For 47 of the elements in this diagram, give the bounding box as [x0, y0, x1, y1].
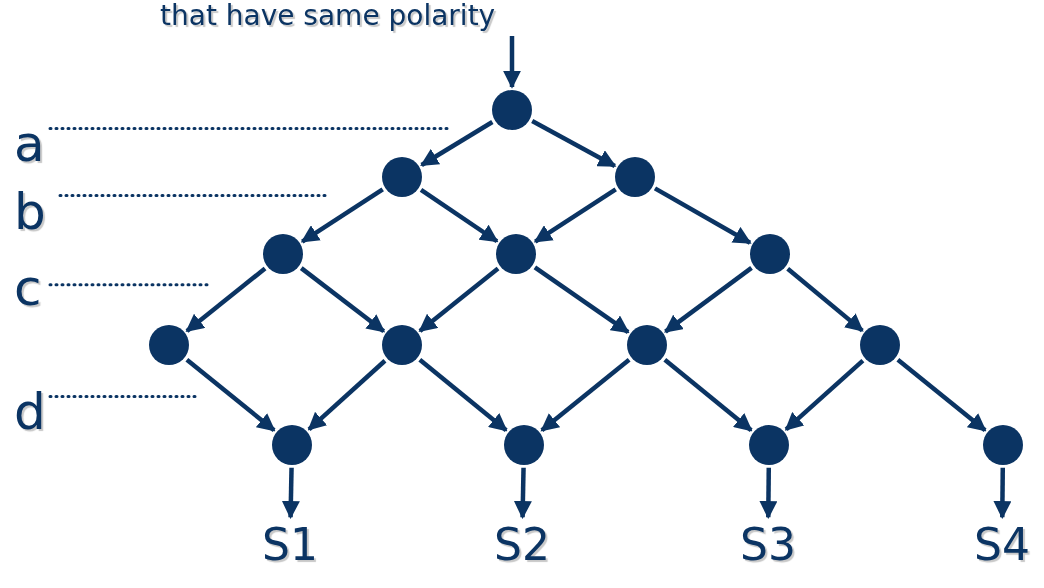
arrow [540, 358, 631, 433]
arrow [300, 187, 384, 244]
node-circle [149, 325, 189, 366]
arrow [784, 358, 865, 432]
output-label: S1 [255, 520, 325, 571]
arrow [533, 265, 630, 334]
node-circle [750, 234, 790, 275]
node-circle [749, 424, 789, 465]
node-circle [382, 325, 422, 366]
arrow [664, 266, 753, 334]
arrow [993, 467, 1012, 520]
node-circle [504, 424, 544, 465]
arrow [299, 266, 386, 334]
arrow [418, 358, 508, 432]
level-label: c [14, 263, 42, 314]
arrow [418, 266, 500, 333]
node-circle [627, 325, 667, 366]
output-label: S4 [967, 520, 1037, 571]
arrow [533, 187, 617, 244]
arrow [420, 120, 494, 167]
arrow [513, 467, 532, 520]
output-label: S3 [733, 520, 803, 571]
level-label: b [14, 187, 46, 238]
node-circle [860, 325, 900, 366]
arrow [185, 266, 267, 333]
node-circle [615, 156, 655, 197]
arrow [185, 358, 276, 433]
arrow [759, 467, 778, 520]
arrow [896, 358, 987, 433]
level-label: d [14, 387, 46, 438]
heading-text: that have same polarity [160, 0, 496, 32]
level-label: a [14, 119, 45, 170]
arrow [786, 267, 864, 333]
output-label: S2 [487, 520, 557, 571]
arrow [531, 119, 617, 168]
arrow [281, 467, 300, 520]
arrow [663, 358, 753, 432]
node-circle [496, 234, 536, 275]
node-circle [263, 234, 303, 275]
arrow [419, 188, 499, 244]
node-circle [272, 424, 312, 465]
node-circle [382, 156, 422, 197]
arrow [503, 36, 521, 89]
arrow [653, 186, 752, 245]
node-circle [492, 90, 532, 130]
node-circle [983, 424, 1023, 465]
arrow [307, 359, 387, 432]
